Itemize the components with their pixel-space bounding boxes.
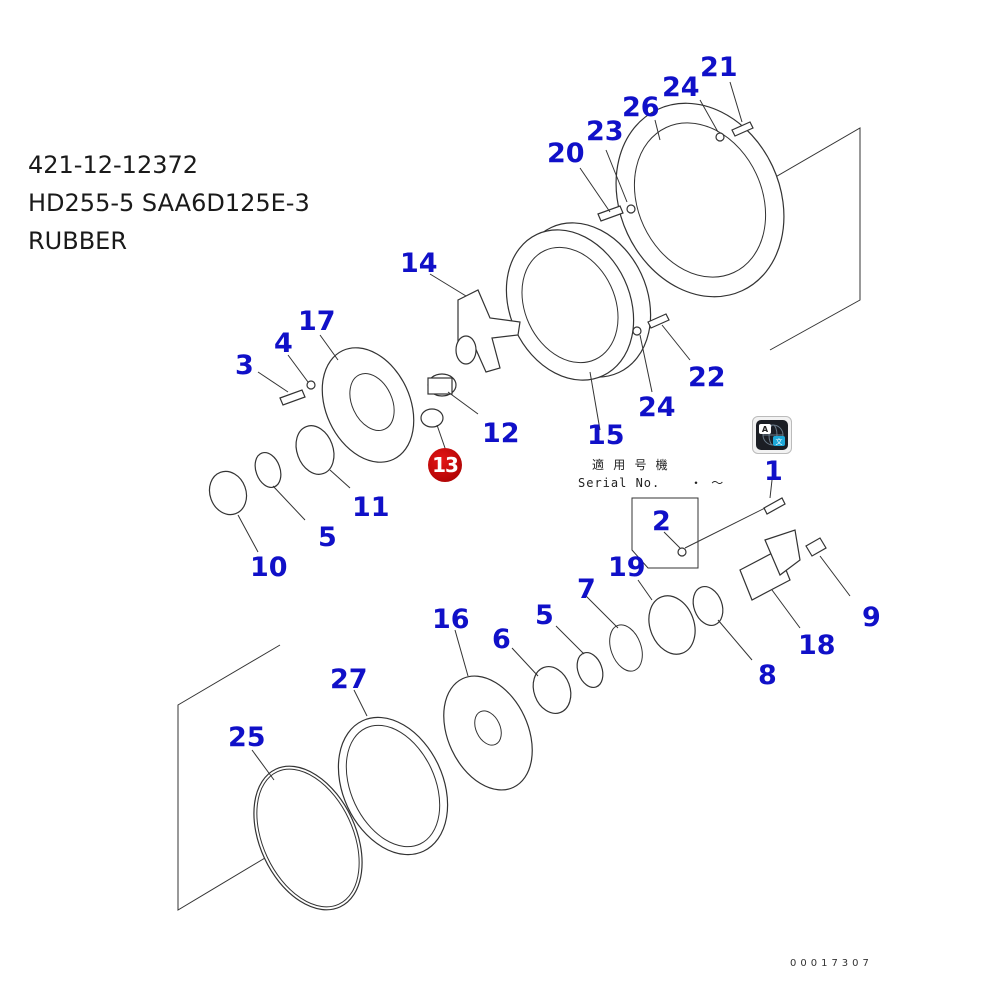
part-info: 421-12-12372 HD255-5 SAA6D125E-3 RUBBER: [28, 146, 310, 260]
part-3-bolt: [279, 389, 306, 406]
serial-label: Serial No.: [578, 476, 660, 490]
callout-25[interactable]: 25: [228, 722, 266, 753]
part-description: RUBBER: [28, 227, 128, 255]
callout-19[interactable]: 19: [608, 552, 646, 583]
part-20-bolt: [597, 205, 624, 222]
globe-icon: A 文: [759, 424, 785, 446]
part-6-bearing: [532, 666, 572, 714]
part-24-washer-b: [632, 326, 642, 336]
callout-12[interactable]: 12: [482, 418, 520, 449]
callout-26[interactable]: 26: [622, 92, 660, 123]
highlighted-part-number: 13: [432, 453, 459, 477]
callout-14[interactable]: 14: [400, 248, 438, 279]
part-18-shaft: [739, 529, 801, 601]
part-5-snap-ring-b: [576, 651, 604, 689]
callout-15[interactable]: 15: [587, 420, 625, 451]
part-23-washer: [626, 204, 636, 214]
serial-range: ・ 〜: [690, 476, 724, 490]
callout-22[interactable]: 22: [688, 362, 726, 393]
part-8-bearing: [692, 586, 724, 626]
part-10-seal: [208, 470, 248, 516]
serial-japanese-label: 適 用 号 機: [592, 457, 669, 472]
translate-button[interactable]: A 文: [752, 416, 792, 454]
callout-2[interactable]: 2: [652, 506, 671, 537]
callout-16[interactable]: 16: [432, 604, 470, 635]
callout-21[interactable]: 21: [700, 52, 738, 83]
highlighted-part-13-badge[interactable]: 13: [428, 448, 462, 482]
leader-lines: [237, 81, 851, 781]
callout-24b[interactable]: 24: [638, 392, 676, 423]
callout-9[interactable]: 9: [862, 602, 881, 633]
callout-20[interactable]: 20: [547, 138, 585, 169]
part-1-bolt: [763, 497, 786, 515]
callout-6[interactable]: 6: [492, 624, 511, 655]
part-19-retainer: [648, 595, 696, 655]
model-name: HD255-5 SAA6D125E-3: [28, 189, 310, 217]
part-7-o-ring: [609, 624, 643, 672]
callout-8[interactable]: 8: [758, 660, 777, 691]
part-16-plate: [443, 675, 533, 791]
part-17-cover: [321, 347, 415, 463]
part-2-washer: [677, 547, 687, 557]
callout-18[interactable]: 18: [798, 630, 836, 661]
translate-letter-a: A: [762, 425, 769, 434]
part-21-bolt: [731, 121, 754, 137]
serial-caption: 適 用 号 機 Serial No. ・ 〜: [578, 457, 724, 490]
boundary-line-lower: [177, 644, 281, 911]
part-4-washer: [306, 380, 316, 390]
callout-labels: 21 24 26 23 20 14 17 4 3 12 15 24 22 11 …: [228, 52, 881, 753]
part-12-bushing: [427, 373, 457, 397]
callout-3[interactable]: 3: [235, 350, 254, 381]
callout-27[interactable]: 27: [330, 664, 368, 695]
callout-24[interactable]: 24: [662, 72, 700, 103]
callout-1[interactable]: 1: [764, 456, 783, 487]
callout-17[interactable]: 17: [298, 306, 336, 337]
part-number: 421-12-12372: [28, 151, 199, 179]
part-13-bushing: [420, 408, 444, 428]
serial-bracket: [631, 497, 699, 569]
part-22-bolt: [647, 313, 670, 329]
document-number: 00017307: [790, 958, 873, 969]
translate-letter-b: 文: [776, 437, 783, 446]
part-9-sensor: [805, 537, 827, 557]
boundary-line-upper: [759, 127, 861, 351]
part-11-bearing: [295, 425, 335, 475]
part-24-washer: [715, 132, 725, 142]
part-26-gasket: [615, 102, 785, 298]
callout-5b[interactable]: 5: [535, 600, 554, 631]
translate-icon: A 文: [756, 420, 788, 450]
callout-23[interactable]: 23: [586, 116, 624, 147]
part-25-ring: [253, 765, 363, 911]
part-15-housing: [505, 222, 652, 381]
part-5-snap-ring: [254, 451, 282, 489]
callout-11[interactable]: 11: [352, 492, 390, 523]
part-14-coupling: [455, 289, 521, 373]
callout-4[interactable]: 4: [274, 328, 293, 359]
callout-7[interactable]: 7: [577, 574, 596, 605]
callout-5[interactable]: 5: [318, 522, 337, 553]
callout-10[interactable]: 10: [250, 552, 288, 583]
part-27-ring: [337, 716, 449, 856]
